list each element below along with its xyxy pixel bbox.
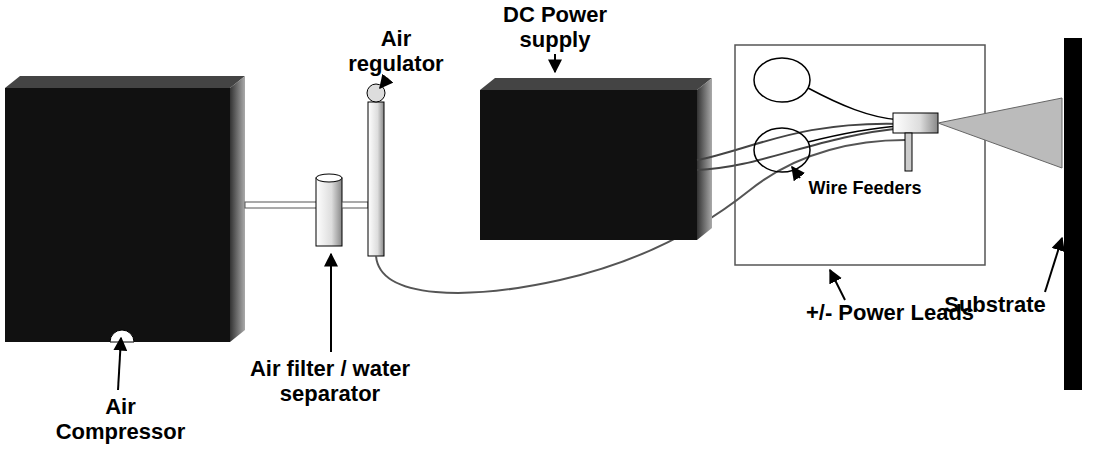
leader-arrows xyxy=(118,54,1062,390)
feeder-label: Wire Feeders xyxy=(780,178,950,199)
power-supply-label: DC Power supply xyxy=(480,2,630,53)
spray-gun xyxy=(893,113,938,171)
air-filter xyxy=(316,174,342,246)
regulator-label: Air regulator xyxy=(340,26,452,77)
filter-label: Air filter / water separator xyxy=(200,356,460,407)
substrate xyxy=(1064,38,1082,390)
air-regulator xyxy=(367,84,385,256)
dc-power-supply xyxy=(480,78,712,240)
substrate-label: Substrate xyxy=(930,292,1060,317)
compressor-label: Air Compressor xyxy=(48,394,193,445)
wire-feeders xyxy=(754,58,900,172)
air-compressor xyxy=(5,76,245,342)
